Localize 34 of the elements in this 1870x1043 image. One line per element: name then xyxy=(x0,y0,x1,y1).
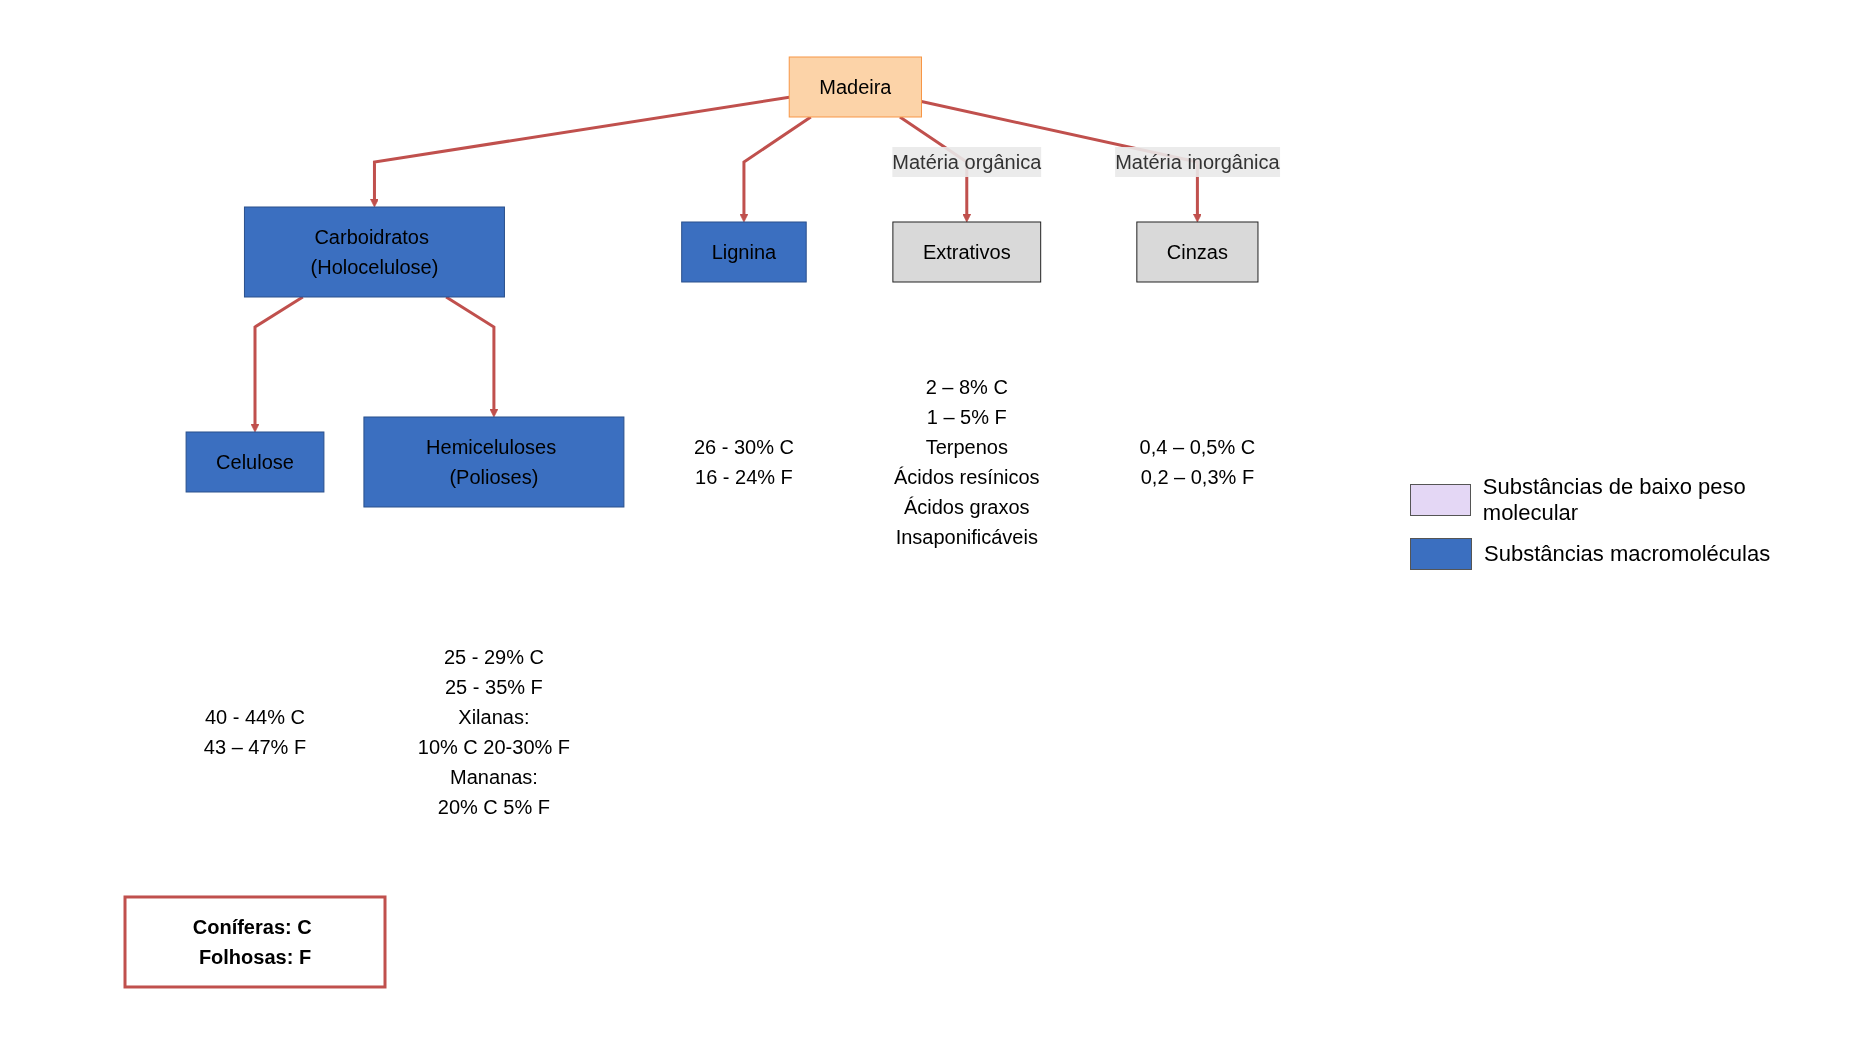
node-label: 20% C 5% F xyxy=(437,795,550,818)
node-label: Ácidos graxos xyxy=(903,495,1030,518)
node-label: 16 - 24% F xyxy=(694,465,793,488)
node-label: Ácidos resínicos xyxy=(893,465,1040,488)
node-label: Terpenos xyxy=(925,435,1008,458)
node-label: 1 – 5% F xyxy=(926,405,1007,428)
node-box: Madeira xyxy=(788,56,922,117)
node-label: 25 - 35% F xyxy=(444,675,543,698)
node-label: 2 – 8% C xyxy=(925,375,1008,398)
node-label: Mananas: xyxy=(449,765,538,788)
arrow xyxy=(445,295,499,417)
legend-label: Substâncias de baixo peso molecular xyxy=(1482,473,1747,526)
node-label: 40 - 44% C xyxy=(204,705,305,728)
node-box: Celulose xyxy=(185,431,325,492)
edge-label: Matéria inorgânica xyxy=(1115,150,1280,173)
node-label: 0,2 – 0,3% F xyxy=(1140,465,1254,488)
node-box: Carboidratos (Holocelulose) xyxy=(243,206,505,297)
node-label: 0,4 – 0,5% C xyxy=(1139,435,1256,458)
node-box: Extrativos xyxy=(892,221,1042,282)
node-label: 26 - 30% C xyxy=(693,435,794,458)
legend-label: Substâncias macromoléculas xyxy=(1484,540,1771,567)
node-label: 10% C 20-30% F xyxy=(417,735,570,758)
node-label: 25 - 29% C xyxy=(443,645,544,668)
node-box: Lignina xyxy=(681,221,807,282)
node-label: Insaponificáveis xyxy=(895,525,1038,548)
arrow xyxy=(369,95,790,207)
node-box: Cinzas xyxy=(1136,221,1259,282)
node-label: 43 – 47% F xyxy=(203,735,307,758)
node-box: Coníferas: C Folhosas: F xyxy=(123,895,387,988)
arrow xyxy=(250,295,304,432)
arrow xyxy=(739,115,812,222)
edge-label: Matéria orgânica xyxy=(892,150,1042,173)
node-box: Hemiceluloses (Polioses) xyxy=(363,416,625,507)
node-label: Xilanas: xyxy=(458,705,530,728)
